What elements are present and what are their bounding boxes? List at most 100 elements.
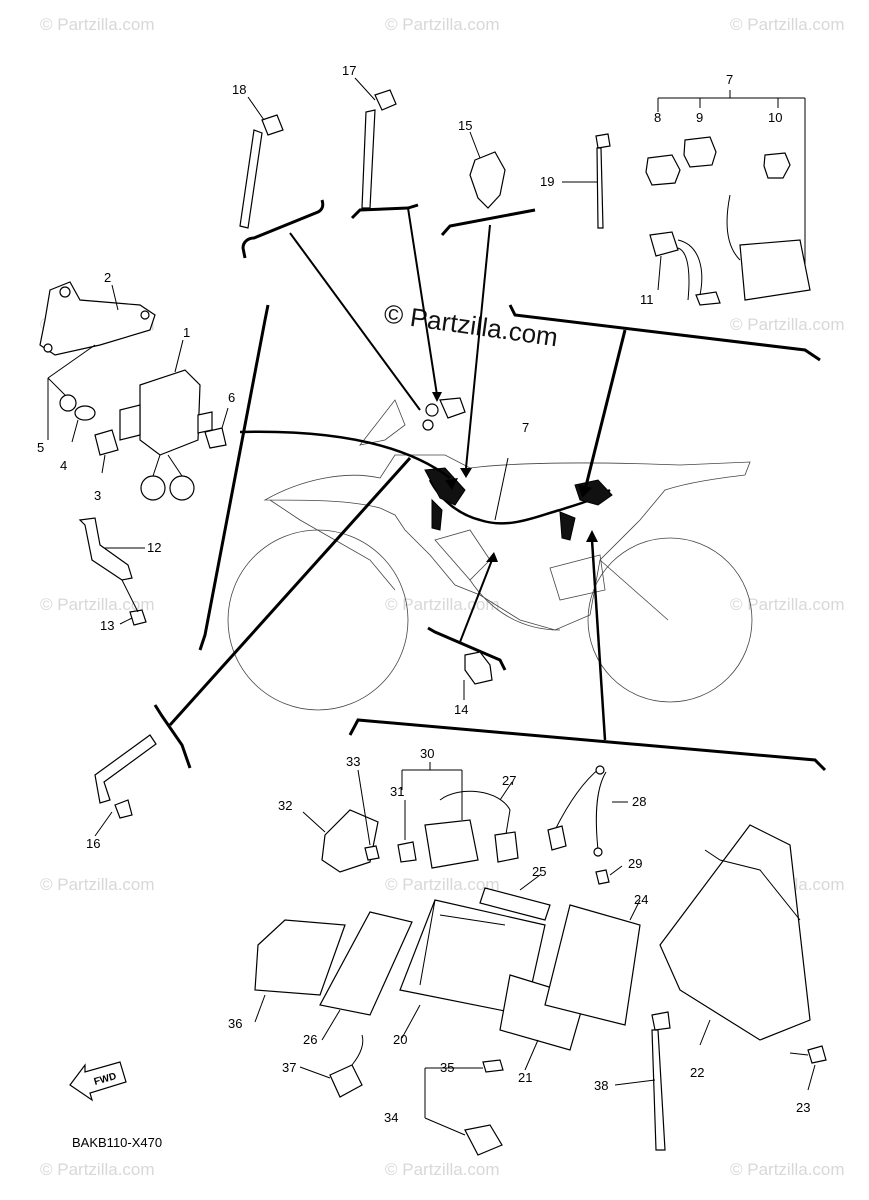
part-31-fuse [397, 841, 417, 863]
bar-lower-group [348, 718, 827, 772]
parts-8-to-11-connectors [645, 136, 811, 306]
callout-12: 12 [147, 540, 161, 555]
watermark: © Partzilla.com [730, 595, 845, 614]
callout-36: 36 [228, 1016, 242, 1031]
bar-14 [427, 626, 507, 671]
callout-30: 30 [420, 746, 434, 761]
callout-32: 32 [278, 798, 292, 813]
callout-25: 25 [532, 864, 546, 879]
callout-1: 1 [183, 325, 190, 340]
callout-2: 2 [104, 270, 111, 285]
callout-37: 37 [282, 1060, 296, 1075]
callout-16: 16 [86, 836, 100, 851]
bar-15 [440, 208, 536, 236]
group-7-bracket [657, 90, 806, 290]
part-25-strip [479, 874, 551, 921]
callout-18: 18 [232, 82, 246, 97]
fwd-arrow-icon: FWD [69, 1061, 127, 1102]
front-wheel [227, 529, 409, 711]
callout-26: 26 [303, 1032, 317, 1047]
part-32-relay [302, 809, 379, 873]
callout-13: 13 [100, 618, 114, 633]
bar-left-bracket [198, 304, 270, 651]
watermark: © Partzilla.com [385, 875, 500, 894]
part-23-bolt [789, 1045, 827, 1091]
callout-15: 15 [458, 118, 472, 133]
part-15-clamp [469, 131, 506, 209]
callout-24: 24 [634, 892, 648, 907]
center-watermark: © Partzilla.com [382, 298, 560, 352]
watermark: © Partzilla.com [40, 15, 155, 34]
bar-17 [350, 203, 419, 220]
bar-16 [153, 704, 192, 769]
number-plate [359, 399, 406, 446]
callout-3: 3 [94, 488, 101, 503]
exhaust-line [469, 579, 561, 631]
callout-35: 35 [440, 1060, 454, 1075]
callout-labels: 1 2 3 4 5 6 7 7 8 9 10 11 12 13 14 15 16… [37, 63, 810, 1125]
callout-21: 21 [518, 1070, 532, 1085]
watermark: © Partzilla.com [385, 595, 500, 614]
callout-leaders [153, 199, 827, 772]
frame-body [263, 454, 751, 631]
rear-wheel [587, 537, 753, 703]
callout-38: 38 [594, 1078, 608, 1093]
watermark: © Partzilla.com [730, 15, 845, 34]
part-33-screw [357, 769, 380, 861]
callout-5: 5 [37, 440, 44, 455]
side-cover [549, 554, 606, 601]
callout-6: 6 [228, 390, 235, 405]
part-27-relay [424, 781, 519, 869]
motorcycle-outline [227, 399, 753, 711]
callout-27: 27 [502, 773, 516, 788]
watermark: © Partzilla.com [40, 1160, 155, 1179]
callout-7: 7 [522, 420, 529, 435]
watermark: © Partzilla.com [730, 1160, 845, 1179]
callout-7: 7 [726, 72, 733, 87]
callout-22: 22 [690, 1065, 704, 1080]
callout-9: 9 [696, 110, 703, 125]
part-26-holder [319, 911, 413, 1041]
part-1-rectifier [119, 339, 213, 501]
watermark: © Partzilla.com [40, 875, 155, 894]
callout-17: 17 [342, 63, 356, 78]
part-12-bracket [78, 517, 147, 626]
callout-10: 10 [768, 110, 782, 125]
part-2-bracket [39, 281, 156, 356]
callout-23: 23 [796, 1100, 810, 1115]
callout-31: 31 [390, 784, 404, 799]
bar-7-group [508, 304, 821, 362]
callout-8: 8 [654, 110, 661, 125]
part-30-bracket-lines [401, 762, 463, 840]
diagram-code: BAKB110-X470 [72, 1135, 162, 1150]
part-28-cable [547, 765, 628, 857]
part-38-tie [614, 1011, 671, 1151]
watermark: © Partzilla.com [385, 1160, 500, 1179]
swingarm [599, 559, 669, 621]
callout-29: 29 [628, 856, 642, 871]
watermark: © Partzilla.com [730, 315, 845, 334]
part-22-tray [659, 824, 811, 1046]
watermark: © Partzilla.com [385, 15, 500, 34]
callout-33: 33 [346, 754, 360, 769]
part-37-sensor [299, 1034, 364, 1098]
part-16-clamp [94, 734, 157, 837]
cable-ties [239, 77, 611, 229]
bar-18 [241, 199, 325, 259]
callout-4: 4 [60, 458, 67, 473]
leader-7-harness [494, 457, 509, 521]
callout-34: 34 [384, 1110, 398, 1125]
callout-14: 14 [454, 702, 468, 717]
wire-harness-on-bike [422, 397, 613, 541]
parts-3-to-6-hardware [47, 344, 229, 474]
callout-20: 20 [393, 1032, 407, 1047]
part-14-bolt [463, 651, 493, 700]
part-24-sheet [544, 899, 641, 1026]
part-36-cover [254, 919, 346, 1023]
callout-11: 11 [640, 292, 654, 307]
watermark: © Partzilla.com [40, 595, 155, 614]
callout-28: 28 [632, 794, 646, 809]
engine-case [434, 529, 491, 581]
